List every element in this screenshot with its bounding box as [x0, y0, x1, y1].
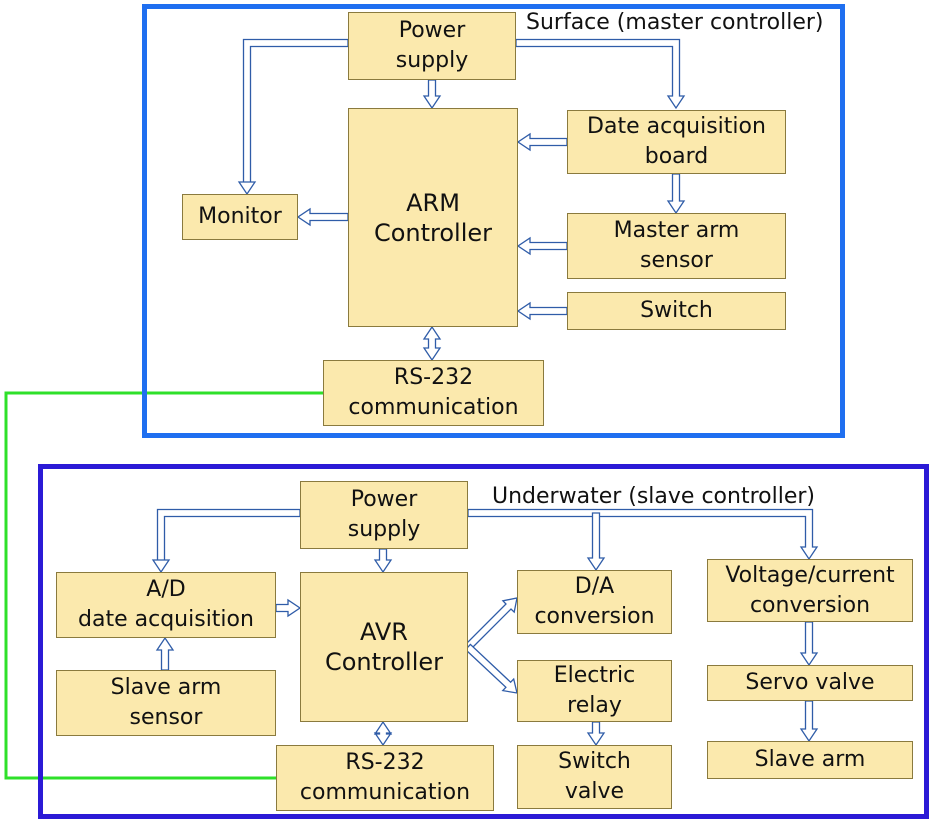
- rs232-link-cable: [4, 391, 323, 780]
- block-line: Switch: [558, 749, 631, 774]
- block-line: Slave arm: [110, 675, 222, 700]
- arrow-acquisition-to-arm: [516, 132, 568, 152]
- arrow-power-to-monitor: [237, 38, 349, 196]
- block-line: A/D: [146, 577, 186, 602]
- master-arm-sensor-block: Master arm sensor: [567, 213, 786, 279]
- electric-relay-block: Electric relay: [517, 660, 672, 722]
- arrow-ad-to-avr: [275, 598, 302, 618]
- arrow-switch-to-arm: [516, 301, 568, 321]
- block-line: Servo valve: [745, 670, 875, 695]
- block-line: ARM: [406, 188, 460, 217]
- voltage-current-conversion-block: Voltage/current conversion: [707, 559, 913, 622]
- block-line: Power: [398, 18, 466, 43]
- surface-title: Surface (master controller): [526, 10, 824, 35]
- arrow-vc-to-servo: [799, 621, 819, 667]
- da-conversion-block: D/A conversion: [517, 570, 672, 634]
- block-line: Monitor: [198, 204, 282, 229]
- block-line: supply: [347, 517, 421, 542]
- arrow-power-to-arm: [422, 79, 442, 110]
- surface-frame: [142, 4, 845, 438]
- block-line: conversion: [749, 592, 871, 618]
- block-line: valve: [564, 779, 625, 804]
- arrow-acquisition-to-master-sensor: [666, 173, 686, 215]
- underwater-frame: [38, 464, 929, 819]
- arrow-relay-to-switch-valve: [586, 721, 606, 747]
- block-line: Master arm: [613, 218, 740, 243]
- block-line: Switch: [640, 298, 713, 323]
- underwater-title: Underwater (slave controller): [492, 484, 815, 509]
- surface-power-supply-block: Power supply: [348, 12, 516, 80]
- arrow-power-to-acquisition-board: [515, 38, 686, 110]
- surface-rs232-block: RS-232 communication: [323, 360, 544, 426]
- servo-valve-block: Servo valve: [707, 665, 913, 701]
- arrow-power-to-avr: [373, 548, 393, 574]
- block-line: sensor: [640, 248, 713, 273]
- arrow-power-to-vc-conversion: [467, 508, 819, 561]
- arrow-avr-to-da: [464, 597, 518, 651]
- block-line: Voltage/current: [725, 562, 895, 588]
- ad-acquisition-block: A/D date acquisition: [56, 572, 276, 638]
- arrow-power-to-da: [586, 512, 606, 572]
- block-line: Controller: [373, 218, 493, 247]
- arrow-master-sensor-to-arm: [516, 236, 568, 256]
- block-line: Slave arm: [754, 747, 866, 772]
- block-line: supply: [395, 48, 469, 73]
- arrow-servo-to-slave-arm: [799, 700, 819, 743]
- block-line: date acquisition: [78, 607, 254, 632]
- arrow-arm-to-monitor: [296, 207, 349, 227]
- block-line: conversion: [534, 604, 655, 629]
- underwater-power-supply-block: Power supply: [300, 481, 468, 549]
- slave-arm-sensor-block: Slave arm sensor: [56, 670, 276, 736]
- monitor-block: Monitor: [182, 194, 298, 240]
- block-line: sensor: [129, 705, 203, 730]
- arrow-slave-sensor-to-ad: [155, 636, 175, 671]
- switch-block: Switch: [567, 292, 786, 330]
- avr-controller-block: AVR Controller: [300, 572, 468, 722]
- block-line: relay: [567, 693, 622, 718]
- block-line: communication: [299, 780, 471, 805]
- block-line: AVR: [360, 618, 408, 646]
- block-line: RS-232: [393, 365, 474, 390]
- block-line: Electric: [553, 663, 636, 688]
- block-line: Controller: [324, 648, 444, 676]
- data-acquisition-board-block: Date acquisition board: [567, 110, 786, 174]
- block-line: board: [644, 144, 709, 169]
- arrow-avr-to-relay: [464, 643, 518, 694]
- block-line: RS-232: [345, 750, 425, 775]
- block-line: Date acquisition: [587, 114, 766, 139]
- underwater-rs232-block: RS-232 communication: [276, 745, 494, 811]
- block-line: D/A: [574, 574, 615, 599]
- arrow-power-to-ad: [151, 508, 301, 574]
- switch-valve-block: Switch valve: [517, 745, 672, 809]
- arrow-group: [151, 38, 819, 747]
- arm-controller-block: ARM Controller: [348, 108, 518, 327]
- slave-arm-block: Slave arm: [707, 741, 913, 779]
- block-line: Power: [350, 487, 418, 512]
- block-line: communication: [348, 395, 519, 420]
